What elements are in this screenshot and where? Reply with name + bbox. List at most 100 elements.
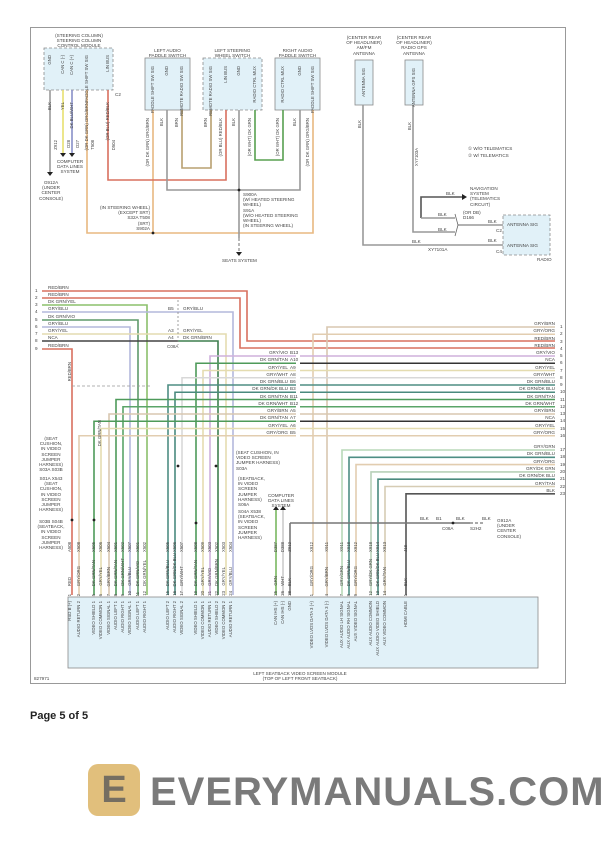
wire-r2 <box>312 333 555 595</box>
wire-number: 6 <box>35 324 38 329</box>
wire-color-label: DK GRN/BLU <box>526 451 555 457</box>
wire-r14 <box>93 420 296 595</box>
pin-number: 7 <box>338 593 344 596</box>
wire-color-label: GRY/YEL <box>220 567 226 586</box>
pin-number: 14 <box>381 591 387 596</box>
circuit-label: X918 <box>367 541 373 552</box>
pin-number: 1 <box>66 593 72 596</box>
wire-color-label: RED/BRN <box>534 342 555 348</box>
connector-id: C08A <box>167 344 179 349</box>
wire-8 <box>178 340 219 595</box>
left-seatback-video-screen-module <box>67 596 539 669</box>
pin-number: 11 <box>134 591 140 596</box>
wire-color-label: DK GRN/WHT <box>258 400 288 406</box>
connector-pin: A9 <box>290 364 296 370</box>
circuit-label: X504 <box>227 541 233 552</box>
module-pin-name: AUX AUDIO RH SIGNAL <box>345 601 351 649</box>
module-pin-name: AUDIO RETURN 1 <box>227 601 233 638</box>
pin-number: 19 <box>192 591 198 596</box>
splice-dot <box>151 231 155 235</box>
splice-dot <box>451 521 455 525</box>
wire-number: 6 <box>560 360 563 366</box>
wire-color-label: DK GRN/YEL <box>141 559 147 586</box>
circuit-label: D28 <box>65 140 71 148</box>
wire-r10 <box>174 391 296 595</box>
wire-r19 <box>355 463 555 595</box>
connector-pin: A7 <box>290 415 296 421</box>
circuit-label: X507 <box>178 541 184 552</box>
circuit-label: X509 <box>199 541 205 552</box>
wire-color-label: DK GRN/BLU <box>345 559 351 586</box>
harness-note: S04A X538 (SEATBACK, IN VIDEO SCREEN JUM… <box>238 509 265 541</box>
wire-color-label: GRY/YEL <box>535 364 555 370</box>
connector-pin: B13 <box>290 350 299 355</box>
ground-wire <box>166 110 301 191</box>
wire-r13 <box>108 413 296 595</box>
module-pin-name: AUDIO RIGHT 2 <box>171 601 177 633</box>
watermark-logo: E <box>88 764 140 816</box>
wire-color-label: DK GRN/TAN <box>112 559 118 586</box>
rap-pin-label: RADIO CTRL MUX <box>279 66 285 103</box>
wire-color-label: DK GRN/DK BLU <box>171 552 177 586</box>
wire-color-label: GRY/DK GRN <box>367 558 373 586</box>
wire-color-label: (OR WHT) DK GRN <box>246 118 252 157</box>
wire-color-label: GRY/WHT <box>178 565 184 586</box>
connector-label: XY7103A <box>413 148 419 167</box>
module-pin-name: VIDEO SIGNAL 1 <box>105 601 111 635</box>
circuit-label: X911 <box>338 542 344 552</box>
wire-r16 <box>78 434 296 595</box>
harness-note: (SEAT CUSHION, IN VIDEO SCREEN JUMPER HA… <box>236 450 280 471</box>
wire-r6 <box>195 362 296 595</box>
arrow-icon <box>280 506 286 510</box>
radio-gps-antenna <box>404 59 424 106</box>
wire-color-label: BLK <box>546 487 555 493</box>
wire-color-label: DK GRN/BLU <box>526 379 555 384</box>
wire-color-label: GRY/YEL <box>48 328 68 333</box>
lsw-pin-label: REMOTE RADIO SW SIG <box>207 66 213 116</box>
wire-color-label: GRY/YEL <box>199 567 205 586</box>
wire-color-label: DK GRN/TAN <box>260 357 288 363</box>
wire-number: 4 <box>35 309 38 314</box>
wire-color-label: GRY/BLU <box>48 321 69 326</box>
wire-2 <box>42 297 555 349</box>
wire-number: 10 <box>560 389 566 395</box>
wire-color-label: GRY/BLU <box>126 567 132 586</box>
wire-color-label: (OR WHT) DK GRN <box>274 118 280 157</box>
wire-color-label: BLK <box>406 122 412 131</box>
pin-number: 28 <box>286 591 292 596</box>
wire-color-label: GRN <box>272 576 278 586</box>
wire-color-label: DK GRN/BRN <box>183 335 212 340</box>
wire-color-label: BRN <box>202 118 208 128</box>
wire-color-label: DK GRN/BLU <box>164 559 170 586</box>
circuit-label: X914 <box>374 541 380 552</box>
wire-color-label: DK GRN/TAN <box>192 559 198 586</box>
wire-number: 3 <box>560 338 563 344</box>
wire-number: 19 <box>560 461 566 467</box>
pin-number: 6 <box>97 593 103 596</box>
pin-number: 24 <box>227 591 233 596</box>
wire-color-label: RED <box>66 576 72 586</box>
wire-5 <box>42 319 139 595</box>
module-pin-name: VIDEO SHIELD 1 <box>192 601 198 635</box>
wire-number: 16 <box>560 432 566 438</box>
wire-color-label: GRY/YEL <box>268 422 288 428</box>
wire-color-label: (OR BLU) RED/BLK <box>217 118 223 157</box>
circuit-label: Z912 <box>286 542 292 552</box>
module-pin-name: VIDEO SIGNAL 1 <box>126 601 132 635</box>
wire-number: 14 <box>560 418 566 424</box>
wire-color-label: NCA <box>48 335 58 340</box>
scm-pin-label: PADDLE SHIFT SW SIG <box>83 55 89 103</box>
module-pin-name: AUDIO RIGHT 1 <box>119 601 125 633</box>
wire-color-label: GRY/ORG <box>266 429 288 435</box>
wire-number: 11 <box>560 396 565 402</box>
scm-pin-label: CAN C (+) <box>68 55 74 75</box>
ground-chain-label: BLK <box>420 516 429 521</box>
splice-dot <box>92 518 96 522</box>
scm-pin-label: CAN C (-) <box>59 55 65 74</box>
circuit-label: X913 <box>381 541 387 552</box>
pin-number: 12 <box>367 591 373 596</box>
connector-label: C4 <box>496 249 502 254</box>
wire-r7 <box>202 369 296 595</box>
pin-number: 4 <box>323 593 329 596</box>
pin-number: 17 <box>178 591 184 596</box>
